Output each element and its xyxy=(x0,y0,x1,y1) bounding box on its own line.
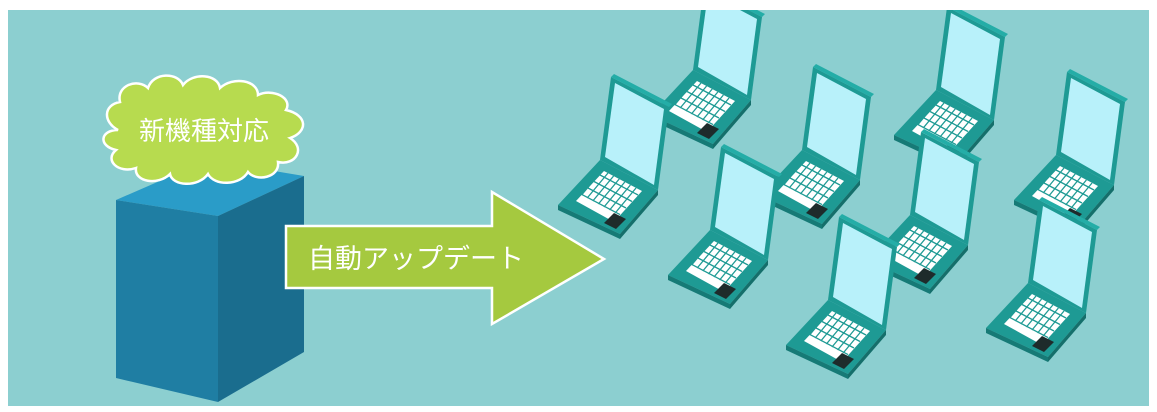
arrow-label: 自動アップデート xyxy=(308,244,524,275)
update-diagram: 新機種対応 自動アップデート xyxy=(8,10,1149,406)
server-icon xyxy=(116,160,304,402)
cloud-label: 新機種対応 xyxy=(139,117,269,147)
arrow-right-icon: 自動アップデート xyxy=(284,189,607,327)
cloud-burst-icon: 新機種対応 xyxy=(102,74,305,185)
